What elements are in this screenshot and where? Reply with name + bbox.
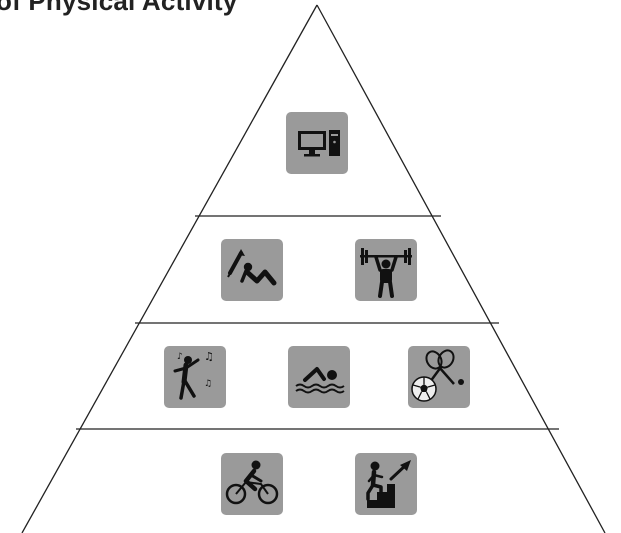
svg-text:♫: ♫ (204, 379, 212, 389)
pyramid-title: of Physical Activity (0, 0, 238, 16)
icon-tile (164, 346, 226, 408)
computer-icon (286, 112, 348, 174)
ball-sports-icon (408, 346, 470, 408)
swimming-icon (288, 346, 350, 408)
cycling-icon (221, 453, 283, 515)
pyramid-outline (21, 4, 606, 533)
svg-text:♫: ♫ (204, 350, 214, 363)
pyramid-left-edge (21, 4, 318, 533)
icon-tile (288, 346, 350, 408)
stairs-icon (355, 453, 417, 515)
stretching-icon (221, 239, 283, 301)
icon-tile (221, 239, 283, 301)
dancing-icon: ♪ ♫ ♫ (164, 346, 226, 408)
pyramid-right-edge (316, 4, 606, 533)
svg-text:♪: ♪ (177, 352, 183, 362)
weightlifting-icon (355, 239, 417, 301)
